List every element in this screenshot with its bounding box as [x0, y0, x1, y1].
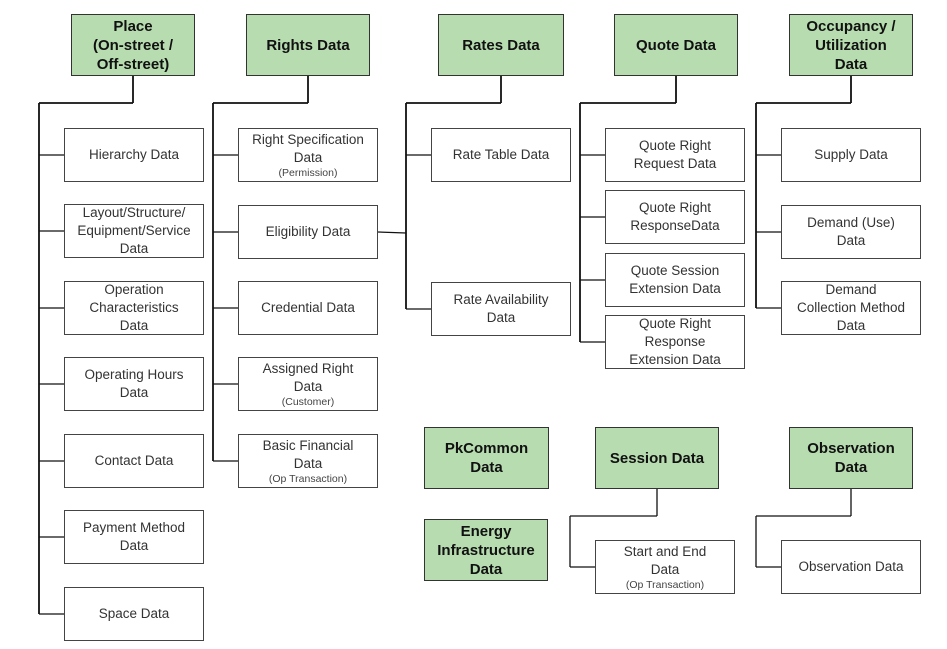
session-child-label: Start and End Data	[623, 544, 707, 577]
place-header-title: Place (On-street / Off-street)	[92, 17, 173, 73]
place-child-box: Layout/Structure/ Equipment/Service Data	[64, 204, 204, 258]
rights-child-box: Assigned Right Data (Customer)	[238, 357, 378, 411]
place-child-label: Operating Hours Data	[84, 367, 184, 400]
quote-child-label: Quote Right ResponseData	[630, 200, 720, 233]
rights-rates-link-line	[377, 231, 407, 234]
occupancy-child-label: Supply Data	[814, 147, 888, 162]
place-child-box: Payment Method Data	[64, 510, 204, 564]
place-child-box: Operation Characteristics Data	[64, 281, 204, 335]
quote-child-box: Quote Session Extension Data	[605, 253, 745, 307]
observation-header-title: Observation Data	[807, 440, 895, 476]
occupancy-child-label: Demand (Use) Data	[807, 215, 895, 248]
pkcommon-header-title: PkCommon Data	[444, 440, 529, 476]
rights-header-box: Rights Data	[246, 14, 370, 76]
place-child-box: Operating Hours Data	[64, 357, 204, 411]
occupancy-header-title: Occupancy / Utilization Data	[806, 17, 896, 73]
quote-header-title: Quote Data	[635, 36, 716, 54]
rates-header-box: Rates Data	[438, 14, 564, 76]
rights-child-box: Right Specification Data (Permission)	[238, 128, 378, 182]
session-header-title: Session Data	[609, 449, 705, 467]
quote-child-box: Quote Right ResponseData	[605, 190, 745, 244]
place-child-box: Hierarchy Data	[64, 128, 204, 182]
place-child-label: Layout/Structure/ Equipment/Service Data	[77, 205, 191, 256]
observation-header-box: Observation Data	[789, 427, 913, 489]
rights-child-box: Eligibility Data	[238, 205, 378, 259]
observation-child-box: Observation Data	[781, 540, 921, 594]
rates-child-box: Rate Table Data	[431, 128, 571, 182]
occupancy-child-box: Demand Collection Method Data	[781, 281, 921, 335]
rights-child-label: Eligibility Data	[265, 224, 351, 239]
quote-header-box: Quote Data	[614, 14, 738, 76]
pkcommon-header-box: PkCommon Data	[424, 427, 549, 489]
place-child-label: Hierarchy Data	[88, 147, 180, 162]
rights-child-label: Credential Data	[261, 300, 355, 315]
rates-child-label: Rate Table Data	[452, 147, 550, 162]
place-child-label: Operation Characteristics Data	[89, 282, 179, 333]
place-child-box: Contact Data	[64, 434, 204, 488]
occupancy-header-box: Occupancy / Utilization Data	[789, 14, 913, 76]
rates-child-label: Rate Availability Data	[453, 292, 549, 325]
rights-child-box: Credential Data	[238, 281, 378, 335]
quote-child-box: Quote Right Request Data	[605, 128, 745, 182]
quote-child-label: Quote Session Extension Data	[629, 263, 721, 296]
rates-header-title: Rates Data	[462, 36, 540, 54]
rights-child-sublabel: (Permission)	[278, 167, 338, 179]
place-header-box: Place (On-street / Off-street)	[71, 14, 195, 76]
rights-header-title: Rights Data	[266, 36, 350, 54]
energy-header-title: Energy Infrastructure Data	[437, 522, 535, 578]
rights-child-box: Basic Financial Data (Op Transaction)	[238, 434, 378, 488]
session-child-sublabel: (Op Transaction)	[625, 579, 705, 591]
observation-child-label: Observation Data	[798, 559, 904, 574]
occupancy-child-label: Demand Collection Method Data	[796, 282, 906, 333]
quote-child-label: Quote Right Response Extension Data	[629, 316, 721, 367]
rights-child-label: Right Specification Data	[252, 132, 364, 165]
energy-header-box: Energy Infrastructure Data	[424, 519, 548, 581]
rights-child-sublabel: (Customer)	[281, 396, 335, 408]
place-child-label: Space Data	[98, 606, 170, 621]
quote-child-box: Quote Right Response Extension Data	[605, 315, 745, 369]
quote-child-label: Quote Right Request Data	[633, 138, 717, 171]
rights-child-label: Assigned Right Data	[262, 361, 354, 394]
rights-child-label: Basic Financial Data	[262, 438, 354, 471]
place-child-label: Payment Method Data	[82, 520, 186, 553]
rates-child-box: Rate Availability Data	[431, 282, 571, 336]
place-child-box: Space Data	[64, 587, 204, 641]
rights-child-sublabel: (Op Transaction)	[268, 473, 348, 485]
occupancy-child-box: Supply Data	[781, 128, 921, 182]
place-child-label: Contact Data	[94, 453, 174, 468]
session-header-box: Session Data	[595, 427, 719, 489]
session-child-box: Start and End Data (Op Transaction)	[595, 540, 735, 594]
occupancy-child-box: Demand (Use) Data	[781, 205, 921, 259]
